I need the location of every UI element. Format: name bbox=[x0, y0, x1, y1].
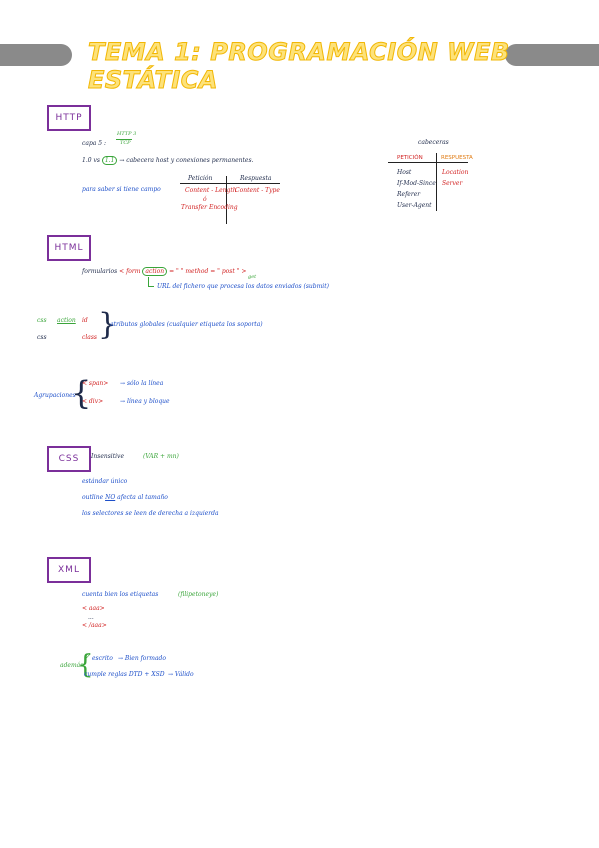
html-div-desc-text: línea y bloque bbox=[126, 398, 170, 405]
css-line1: estándar único bbox=[82, 478, 128, 485]
http-peticion-cell1: Content - Length bbox=[185, 187, 237, 194]
html-span-desc: → sólo la línea bbox=[120, 380, 163, 387]
http-peticion-cell2: Transfer Encoding bbox=[181, 204, 238, 211]
http-version-a: 1.0 vs bbox=[82, 157, 100, 164]
page-title: TEMA 1: PROGRAMACIÓN WEB ESTÁTICA bbox=[88, 38, 510, 95]
check-icon: ✓ bbox=[84, 652, 91, 661]
html-atributos: atributos globales (cualquier etiqueta l… bbox=[110, 321, 263, 328]
xml-escrito-result: → Bien formado bbox=[118, 655, 167, 662]
xml-tag2: < /aaa> bbox=[82, 622, 107, 629]
http-capa-top: HTTP 3 bbox=[117, 131, 137, 137]
html-span-tag: < span> bbox=[82, 380, 109, 387]
section-label-html: HTML bbox=[47, 235, 91, 261]
cabeceras-title: cabeceras bbox=[418, 139, 449, 146]
html-form-prefix: formularios bbox=[82, 268, 118, 275]
html-form-url: URL del fichero que procesa los datos en… bbox=[157, 283, 329, 290]
xml-cumple: cumple reglas DTD + XSD bbox=[84, 671, 165, 678]
html-span-desc-text: sólo la línea bbox=[126, 380, 164, 387]
css-line2-b: afecta al tamaño bbox=[117, 494, 168, 501]
title-bar-right bbox=[505, 44, 599, 66]
cabeceras-respuesta-list: Location Server bbox=[442, 167, 468, 189]
http-peticion-header: Petición bbox=[188, 175, 213, 182]
xml-ademas-brace: { bbox=[77, 650, 94, 680]
html-div-desc: → línea y bloque bbox=[120, 398, 170, 405]
xml-dots: ... bbox=[88, 614, 94, 621]
html-css-label2: css bbox=[37, 334, 47, 341]
html-class-word: class bbox=[82, 334, 98, 341]
css-line2-no: NO bbox=[105, 494, 116, 501]
cabeceras-peticion-item: Referer bbox=[397, 191, 421, 198]
html-id-word: id bbox=[82, 317, 88, 324]
html-div-tag: < div> bbox=[82, 398, 104, 405]
html-agrupaciones: Agrupaciones bbox=[34, 392, 76, 399]
html-css-label: css bbox=[37, 317, 47, 324]
cabeceras-vline bbox=[436, 153, 437, 211]
xml-line1-note: (filipetoneye) bbox=[178, 591, 219, 598]
http-table-hline bbox=[180, 183, 280, 184]
xml-ademas: además bbox=[60, 662, 84, 669]
http-respuesta-header: Respuesta bbox=[240, 175, 272, 182]
http-table-vline bbox=[226, 176, 227, 224]
xml-cumple-result: → Válido bbox=[168, 671, 194, 678]
cabeceras-peticion-item: Host bbox=[397, 169, 412, 176]
section-label-http: HTTP bbox=[47, 105, 91, 131]
http-saber-campo: para saber si tiene campo bbox=[82, 186, 161, 193]
html-action-word: action bbox=[57, 317, 76, 324]
http-version-line: 1.0 vs 1.1 → cabecera host y conexiones … bbox=[82, 156, 253, 165]
cabeceras-respuesta-header: RESPUESTA bbox=[441, 155, 473, 161]
http-capa-prefix: capa 5 : bbox=[82, 140, 107, 147]
xml-escrito: escrito bbox=[92, 655, 113, 662]
cabeceras-hline bbox=[388, 162, 468, 163]
html-form-action: action bbox=[142, 267, 168, 276]
html-global-brace: } bbox=[98, 307, 118, 342]
html-form-line: formularios < form action = " " method =… bbox=[82, 267, 246, 276]
cabeceras-respuesta-item: Location bbox=[442, 169, 469, 176]
html-agrupaciones-brace: { bbox=[71, 374, 92, 412]
section-label-css: CSS bbox=[47, 446, 91, 472]
http-capa-bottom: TCP bbox=[120, 140, 131, 146]
http-capa-divider bbox=[116, 139, 132, 140]
cabeceras-peticion-item: If-Mod-Since bbox=[397, 180, 436, 187]
css-var-note: (VAR + mn) bbox=[143, 453, 179, 460]
css-line2: outline NO afecta al tamaño bbox=[82, 494, 168, 501]
xml-tag1: < aaa> bbox=[82, 605, 105, 612]
cabeceras-peticion-item: User-Agent bbox=[397, 202, 432, 209]
css-insensitive: Insensitive bbox=[91, 453, 124, 460]
css-line3: los selectores se leen de derecha a izqu… bbox=[82, 510, 219, 517]
css-line2-a: outline bbox=[82, 494, 104, 501]
html-form-get: get bbox=[248, 274, 257, 280]
cabeceras-peticion-header: PETICIÓN bbox=[397, 155, 423, 161]
html-form-after: = " " method = " post " > bbox=[169, 268, 247, 275]
title-bar-left bbox=[0, 44, 72, 66]
html-span-arrow: → bbox=[120, 380, 127, 387]
html-form-tag: < form bbox=[119, 268, 141, 275]
xml-line1: cuenta bien los etiquetas bbox=[82, 591, 159, 598]
http-respuesta-cell1: Content - Type bbox=[235, 187, 280, 194]
http-peticion-amp: ó bbox=[203, 196, 207, 203]
http-version-circled: 1.1 bbox=[101, 156, 118, 165]
section-label-xml: XML bbox=[47, 557, 91, 583]
html-div-arrow: → bbox=[120, 398, 127, 405]
html-url-connector-h bbox=[148, 286, 154, 287]
http-version-b: → cabecera host y conexiones permanentes… bbox=[119, 157, 254, 164]
cabeceras-respuesta-item: Server bbox=[442, 180, 463, 187]
cabeceras-peticion-list: Host If-Mod-Since Referer User-Agent bbox=[397, 167, 436, 211]
html-url-connector-v bbox=[148, 277, 149, 286]
